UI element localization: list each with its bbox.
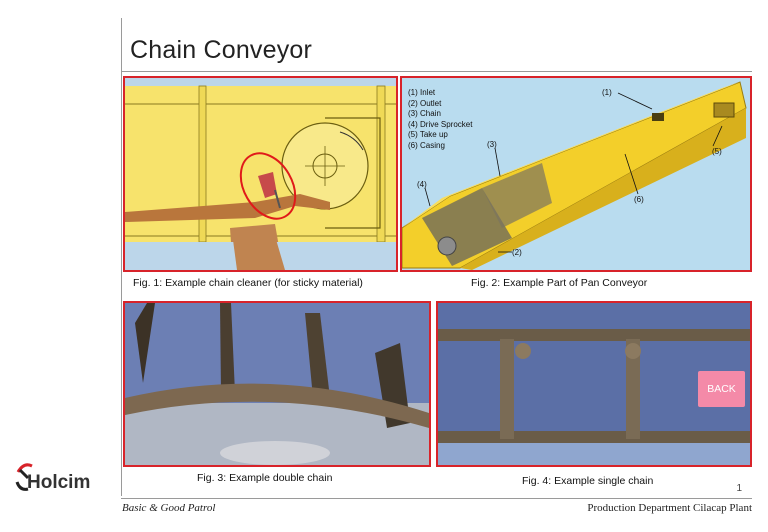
callout-5: (5) [712, 147, 722, 156]
pan-conveyor-illustration [402, 78, 750, 270]
footer-rule [121, 498, 752, 499]
double-chain-photo [125, 303, 429, 465]
legend-item: (5) Take up [408, 130, 448, 139]
figure-3-double-chain [123, 301, 431, 467]
callout-3: (3) [487, 140, 497, 149]
left-vertical-rule [121, 18, 122, 496]
legend-item: (1) Inlet [408, 88, 436, 97]
title-rule [121, 71, 752, 72]
page-number: 1 [736, 483, 742, 494]
legend-item: (3) Chain [408, 109, 441, 118]
back-button[interactable]: BACK [698, 371, 745, 407]
figure-3-caption: Fig. 3: Example double chain [197, 472, 333, 484]
figure-4-caption: Fig. 4: Example single chain [522, 475, 654, 487]
holcim-logo-icon [15, 463, 33, 491]
callout-leader-lines [424, 92, 723, 253]
holcim-logo-text: Holcim [27, 472, 91, 493]
legend-item: (6) Casing [408, 140, 445, 150]
component-legend: (1) Inlet (2) Outlet (3) Chain (4) Drive… [408, 88, 472, 151]
callout-4: (4) [417, 180, 427, 189]
callout-2: (2) [512, 248, 522, 257]
page-title: Chain Conveyor [130, 36, 313, 64]
legend-item: (4) Drive Sprocket [408, 119, 473, 129]
figure-2-pan-conveyor [400, 76, 752, 272]
figure-1-caption: Fig. 1: Example chain cleaner (for stick… [133, 277, 363, 289]
callout-1: (1) [602, 88, 612, 97]
footer-right-text: Production Department Cilacap Plant [587, 502, 752, 514]
chain-cleaner-illustration [125, 78, 396, 270]
legend-item: (2) Outlet [408, 98, 442, 108]
footer-left-text: Basic & Good Patrol [122, 502, 216, 514]
callout-6: (6) [634, 195, 644, 204]
figure-1-chain-cleaner [123, 76, 398, 272]
figure-2-caption: Fig. 2: Example Part of Pan Conveyor [471, 277, 648, 289]
